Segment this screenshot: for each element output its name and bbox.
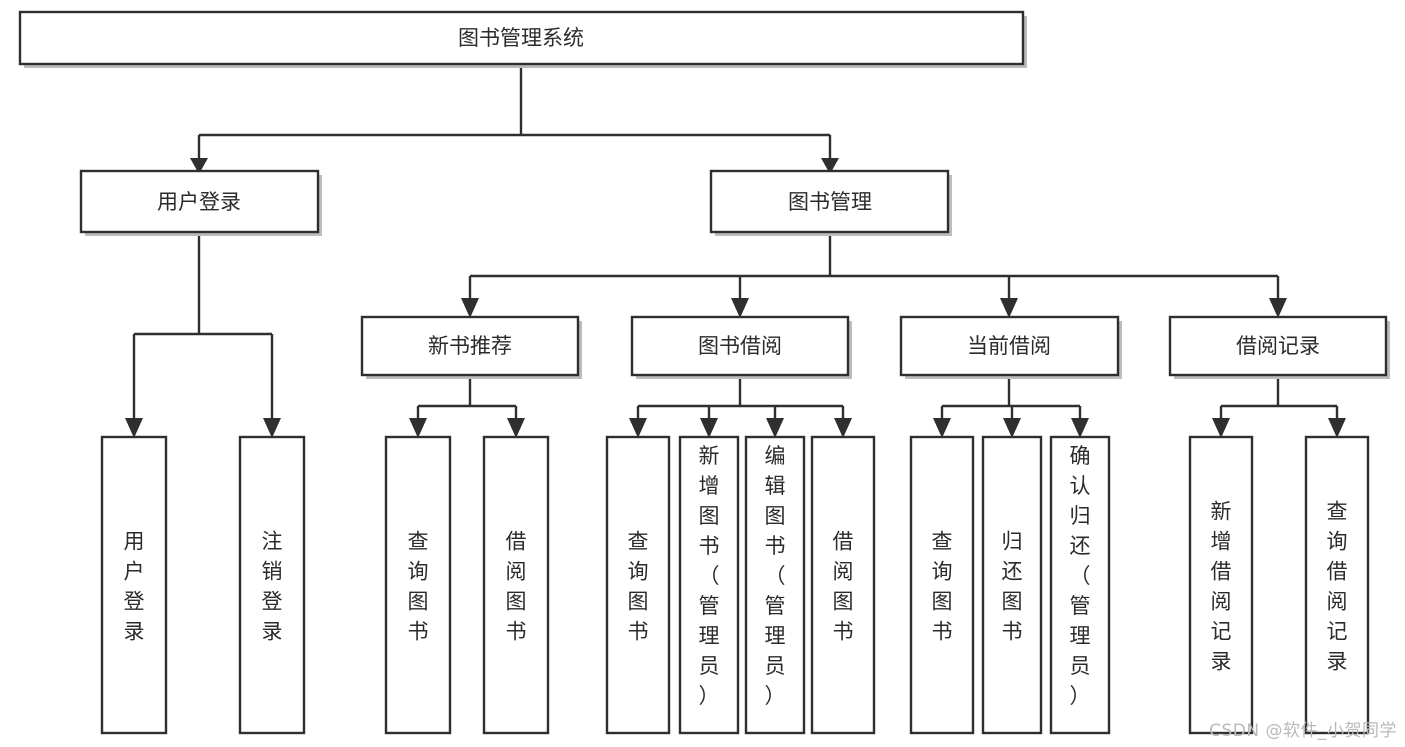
csdn-watermark: CSDN @软件_小贺同学	[1209, 721, 1397, 741]
arrow-to-new-book-recommend	[461, 298, 479, 318]
node-book-borrow[interactable]: 图书借阅	[630, 315, 852, 379]
node-book-borrow-label: 图书借阅	[698, 334, 782, 358]
node-leaf-query-record-box	[1304, 435, 1370, 735]
node-book-admin[interactable]: 图书管理	[709, 169, 952, 236]
node-borrow-record-label: 借阅记录	[1236, 334, 1320, 358]
arrow-to-leaf-borrow-book-nb	[507, 418, 525, 438]
node-new-book-recommend-box	[360, 315, 580, 377]
node-user-login[interactable]: 用户登录	[79, 169, 322, 236]
node-leaf-return-book-box	[981, 435, 1043, 735]
node-leaf-user-login[interactable]: 用户登录	[100, 435, 168, 735]
arrow-to-leaf-add-record	[1212, 418, 1230, 438]
node-leaf-query-book-cb-box	[909, 435, 975, 735]
node-new-book-recommend-label: 新书推荐	[428, 334, 512, 358]
node-borrow-record-box	[1168, 315, 1388, 377]
node-leaf-borrow-book-nb[interactable]: 借阅图书	[482, 435, 550, 735]
arrow-to-leaf-borrow-book-bb	[834, 418, 852, 438]
node-leaf-edit-book[interactable]: 编辑图书（管理员）	[744, 435, 806, 735]
node-leaf-add-book-box	[678, 435, 740, 735]
node-leaf-query-book-cb[interactable]: 查询图书	[909, 435, 975, 735]
node-leaf-edit-book-label: 编辑图书（管理员）	[765, 444, 786, 708]
node-user-login-label: 用户登录	[157, 190, 241, 214]
node-leaf-borrow-book-bb-box	[810, 435, 876, 735]
node-leaf-confirm-return[interactable]: 确认归还（管理员）	[1049, 435, 1111, 735]
node-leaf-borrow-book-bb[interactable]: 借阅图书	[810, 435, 876, 735]
node-leaf-user-logout-label: 注销登录	[262, 529, 283, 643]
arrow-to-leaf-query-book-cb	[933, 418, 951, 438]
arrow-to-user-login	[190, 158, 208, 174]
edge-root-trunk	[197, 64, 832, 160]
node-leaf-add-record[interactable]: 新增借阅记录	[1188, 435, 1254, 735]
node-book-borrow-box	[630, 315, 850, 377]
arrow-to-leaf-add-book	[700, 418, 718, 438]
arrow-to-leaf-return-book	[1003, 418, 1021, 438]
arrow-to-book-borrow	[731, 298, 749, 318]
node-leaf-query-book-nb[interactable]: 查询图书	[384, 435, 452, 735]
node-leaf-query-book-bb[interactable]: 查询图书	[605, 435, 671, 735]
node-leaf-add-record-label: 新增借阅记录	[1211, 499, 1232, 673]
node-leaf-borrow-book-bb-label: 借阅图书	[833, 529, 854, 643]
node-leaf-query-book-nb-label: 查询图书	[408, 529, 429, 643]
node-leaf-add-record-box	[1188, 435, 1254, 735]
node-leaf-query-record[interactable]: 查询借阅记录	[1304, 435, 1370, 735]
arrow-to-leaf-query-book-nb	[409, 418, 427, 438]
edge-borrow-record-trunk	[1219, 375, 1339, 424]
node-leaf-add-book-label: 新增图书（管理员）	[699, 444, 720, 708]
node-leaf-user-logout[interactable]: 注销登录	[238, 435, 306, 735]
node-current-borrow-box	[899, 315, 1120, 377]
connector-layer	[125, 64, 1346, 438]
edge-book-borrow-trunk	[636, 375, 845, 424]
arrow-to-leaf-user-login	[125, 418, 143, 438]
arrow-to-leaf-confirm-return	[1071, 418, 1089, 438]
edge-user-login-trunk	[132, 232, 274, 424]
node-current-borrow[interactable]: 当前借阅	[899, 315, 1122, 379]
node-leaf-user-login-box	[100, 435, 168, 735]
edge-book-admin-trunk	[468, 232, 1280, 304]
arrow-to-borrow-record	[1269, 298, 1287, 318]
node-current-borrow-label: 当前借阅	[967, 334, 1051, 358]
node-leaf-confirm-return-label: 确认归还（管理员）	[1070, 444, 1091, 708]
node-root-box	[18, 10, 1025, 66]
node-leaf-return-book[interactable]: 归还图书	[981, 435, 1043, 735]
node-leaf-edit-book-box	[744, 435, 806, 735]
arrow-to-leaf-query-book-bb	[629, 418, 647, 438]
arrow-to-current-borrow	[1000, 298, 1018, 318]
node-leaf-add-book[interactable]: 新增图书（管理员）	[678, 435, 740, 735]
node-leaf-query-book-nb-box	[384, 435, 452, 735]
node-leaf-query-book-bb-label: 查询图书	[628, 529, 649, 643]
node-root-label: 图书管理系统	[458, 26, 584, 50]
arrow-to-leaf-edit-book	[766, 418, 784, 438]
arrow-to-leaf-user-logout	[263, 418, 281, 438]
node-leaf-user-login-label: 用户登录	[124, 529, 145, 643]
node-leaf-return-book-label: 归还图书	[1002, 529, 1023, 643]
node-leaf-query-book-cb-label: 查询图书	[932, 529, 953, 643]
node-borrow-record[interactable]: 借阅记录	[1168, 315, 1390, 379]
node-root[interactable]: 图书管理系统	[18, 10, 1027, 68]
node-leaf-user-logout-box	[238, 435, 306, 735]
edge-current-borrow-trunk	[940, 375, 1082, 424]
node-leaf-query-record-label: 查询借阅记录	[1327, 499, 1348, 673]
arrow-to-book-admin	[821, 158, 839, 174]
node-book-admin-box	[709, 169, 950, 234]
node-leaf-borrow-book-nb-label: 借阅图书	[506, 529, 527, 643]
arrow-to-leaf-query-record	[1328, 418, 1346, 438]
node-new-book-recommend[interactable]: 新书推荐	[360, 315, 582, 379]
edge-new-book-trunk	[416, 375, 518, 424]
node-leaf-borrow-book-nb-box	[482, 435, 550, 735]
node-user-login-box	[79, 169, 320, 234]
node-leaf-query-book-bb-box	[605, 435, 671, 735]
node-book-admin-label: 图书管理	[788, 190, 872, 214]
node-leaf-confirm-return-box	[1049, 435, 1111, 735]
